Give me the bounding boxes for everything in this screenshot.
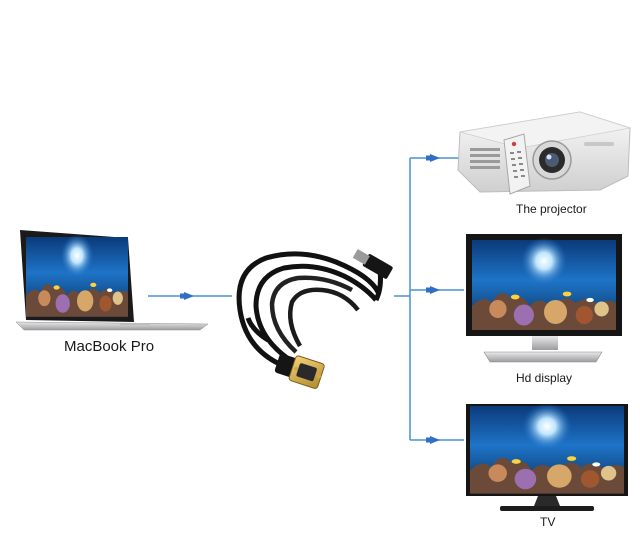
arrow-right-icon [180, 292, 194, 300]
projector-label: The projector [516, 202, 587, 216]
projector-icon [457, 111, 631, 193]
arrow-right-icon [426, 286, 440, 294]
arrow-right-icon [426, 154, 440, 162]
remote-control-icon [503, 133, 531, 195]
hdmi-to-vga-cable-icon [236, 249, 393, 389]
laptop-label: MacBook Pro [64, 338, 155, 355]
tv-label: TV [540, 515, 556, 529]
tv-icon [466, 403, 628, 511]
hd-display-label: Hd display [516, 371, 573, 385]
laptop-icon [15, 230, 209, 331]
arrow-right-icon [426, 436, 440, 444]
monitor-icon [466, 234, 622, 363]
